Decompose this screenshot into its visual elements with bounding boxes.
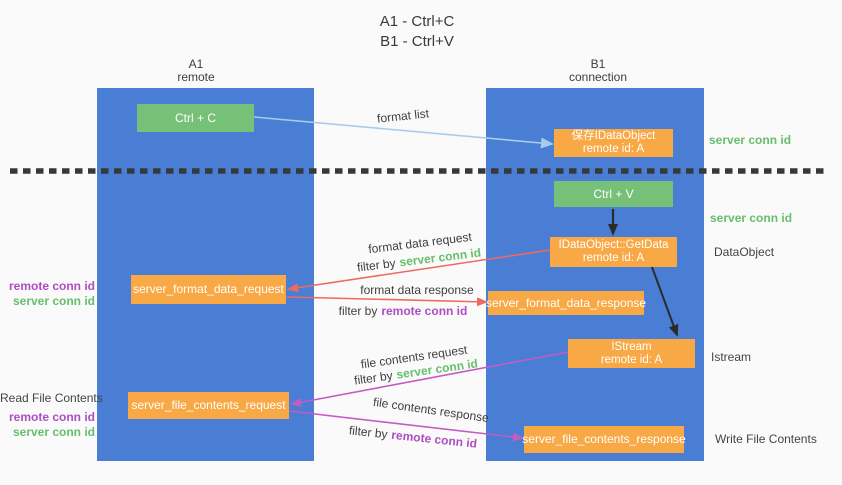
label-remote-conn-id-left-1: remote conn id [8, 279, 95, 293]
diagram-title: A1 - Ctrl+C B1 - Ctrl+V [380, 12, 455, 52]
lane-a1-name: A1 [188, 57, 204, 71]
filter-by-text: filter by [338, 304, 378, 318]
node-getdata-line1: IDataObject::GetData [558, 239, 669, 251]
label-dataobject: DataObject [714, 245, 775, 259]
node-istream-line2: remote id: A [600, 353, 663, 366]
node-file-request-label: server_file_contents_request [131, 398, 286, 412]
node-format-request-label: server_format_data_request [133, 282, 284, 296]
node-save-line1: 保存IDataObject [571, 130, 656, 142]
node-server-format-data-request: server_format_data_request [131, 275, 286, 304]
node-getdata-line2: remote id: A [582, 252, 645, 264]
label-read-file-contents: Read File Contents [0, 391, 103, 405]
node-server-file-contents-response: server_file_contents_response [522, 426, 686, 453]
label-remote-conn-id-left-2: remote conn id [8, 410, 95, 424]
node-server-format-data-response: server_format_data_response [485, 291, 647, 315]
lane-b1-subtitle: connection [568, 70, 628, 84]
label-server-conn-id-left-1: server conn id [12, 294, 95, 308]
node-istream: IStream remote id: A [568, 339, 695, 368]
lane-header-b1: B1 connection [569, 58, 627, 84]
label-istream: Istream [711, 350, 752, 364]
node-ctrl-c-label: Ctrl + C [174, 110, 216, 125]
lane-a1-subtitle: remote [177, 70, 215, 84]
label-server-conn-id-right-mid: server conn id [710, 211, 793, 225]
label-write-file-contents: Write File Contents [715, 432, 817, 446]
node-save-idataobject: 保存IDataObject remote id: A [554, 129, 673, 157]
node-file-response-label: server_file_contents_response [522, 432, 686, 446]
node-ctrl-v-label: Ctrl + V [593, 186, 634, 201]
filter-by-text: filter by [348, 423, 389, 442]
label-format-data-response: format data response [360, 283, 474, 297]
remote-conn-id-text: remote conn id [390, 427, 478, 451]
title-line-2: B1 - Ctrl+V [380, 33, 454, 50]
node-idataobject-getdata: IDataObject::GetData remote id: A [550, 237, 677, 267]
filter-by-text: filter by [353, 368, 394, 388]
filter-by-text: filter by [356, 255, 397, 275]
node-format-response-label: server_format_data_response [485, 295, 647, 310]
lane-b1-name: B1 [590, 57, 606, 71]
label-format-list: format list [376, 106, 430, 126]
label-server-conn-id-right-top: server conn id [709, 133, 792, 147]
label-server-conn-id-left-2: server conn id [12, 425, 95, 439]
remote-conn-id-text: remote conn id [381, 304, 468, 318]
node-ctrl-c: Ctrl + C [137, 104, 254, 132]
title-line-1: A1 - Ctrl+C [379, 13, 455, 30]
format-data-response-arrow [286, 296, 488, 307]
node-save-line2: remote id: A [582, 143, 645, 155]
node-istream-line1: IStream [611, 340, 652, 353]
node-ctrl-v: Ctrl + V [554, 181, 673, 207]
label-file-contents-response: file contents response [372, 394, 490, 426]
lane-header-a1: A1 remote [177, 58, 214, 84]
node-server-file-contents-request: server_file_contents_request [128, 392, 289, 419]
